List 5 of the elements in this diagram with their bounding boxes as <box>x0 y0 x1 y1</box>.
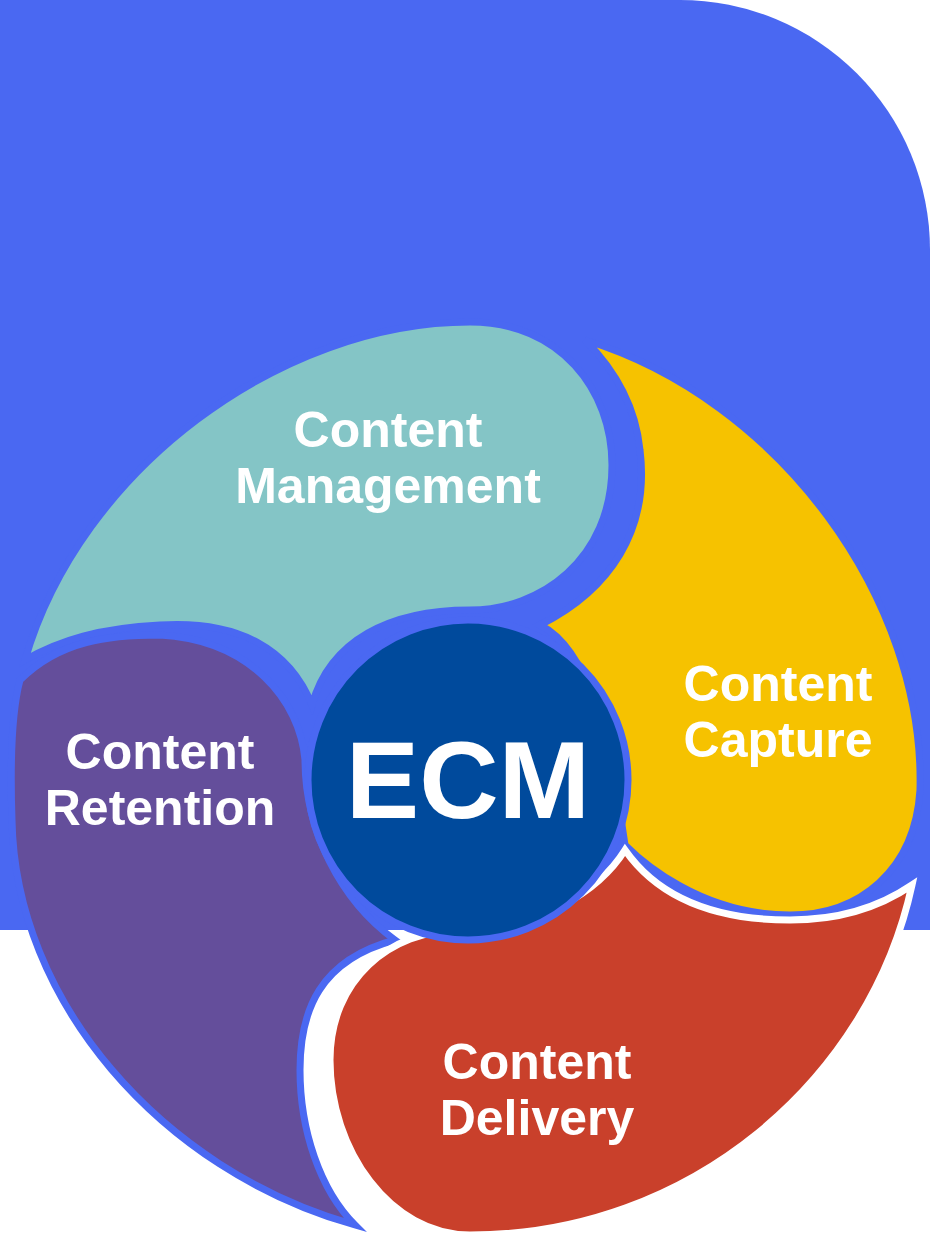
center-label: ECM <box>345 718 591 842</box>
petal-label: Content Management <box>235 402 541 514</box>
petal-label: Content Capture <box>683 656 873 768</box>
petal-label: Content Retention <box>44 724 276 836</box>
petal-label: Content Delivery <box>439 1034 635 1146</box>
